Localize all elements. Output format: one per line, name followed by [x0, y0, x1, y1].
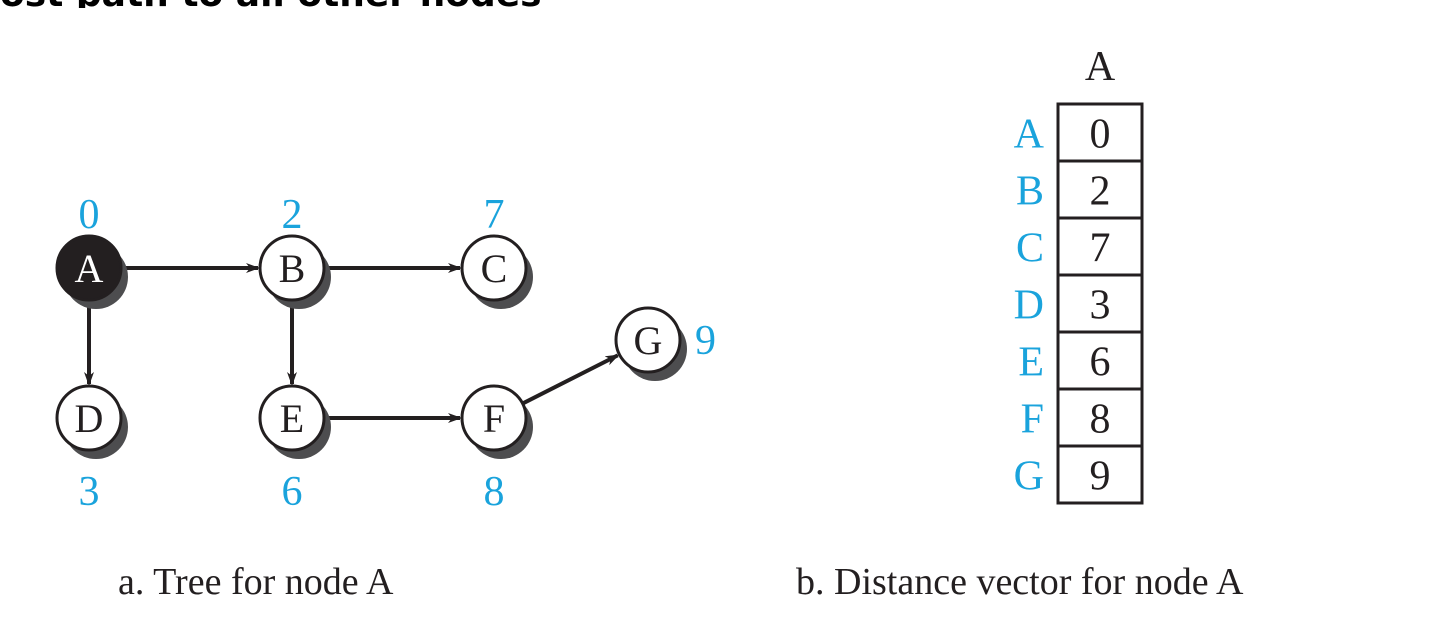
node-circle — [258, 384, 326, 452]
vector-cell — [1056, 216, 1144, 277]
node-c: C — [460, 234, 533, 309]
vector-cell — [1056, 102, 1144, 163]
vector-cell — [1056, 444, 1144, 505]
node-circle — [258, 234, 326, 302]
vector-row-label-a: A — [1014, 112, 1045, 158]
vector-value-b: 2 — [1090, 169, 1111, 215]
node-circle — [460, 384, 528, 452]
cost-label-d: 3 — [79, 469, 100, 515]
node-label: A — [75, 246, 104, 291]
cost-label-g: 9 — [695, 318, 716, 364]
vector-value-a: 0 — [1090, 112, 1111, 158]
node-label: E — [280, 396, 304, 441]
node-f: F — [460, 384, 533, 459]
vector-caption: b. Distance vector for node A — [796, 561, 1244, 603]
cost-label-a: 0 — [79, 192, 100, 238]
cost-label-c: 7 — [484, 192, 505, 238]
vector-row-label-d: D — [1014, 283, 1044, 329]
cost-label-e: 6 — [282, 469, 303, 515]
node-circle — [55, 384, 123, 452]
edge-f-g — [521, 353, 620, 406]
node-d: D — [55, 384, 128, 459]
node-label: C — [481, 246, 508, 291]
vector-cell — [1056, 387, 1144, 448]
tree-edges — [84, 263, 620, 423]
vector-value-c: 7 — [1090, 226, 1111, 272]
vector-value-g: 9 — [1090, 454, 1111, 500]
vector-row-label-b: B — [1016, 169, 1044, 215]
tree-caption: a. Tree for node A — [118, 561, 394, 603]
vector-header: A — [1085, 44, 1116, 90]
node-label: D — [75, 396, 104, 441]
cost-label-f: 8 — [484, 469, 505, 515]
node-b: B — [258, 234, 331, 309]
vector-row-label-f: F — [1021, 397, 1044, 443]
tree-costs: 0 2 7 3 6 8 9 — [79, 192, 717, 515]
node-g: G — [614, 306, 687, 381]
cost-label-b: 2 — [282, 192, 303, 238]
node-circle — [460, 234, 528, 302]
tree-nodes: A B C D E F G — [55, 234, 687, 459]
node-a: A — [55, 234, 128, 309]
node-circle — [55, 234, 123, 302]
vector-row-label-e: E — [1018, 340, 1044, 386]
vector-row-label-c: C — [1016, 226, 1044, 272]
node-label: G — [634, 318, 663, 363]
vector-row-label-g: G — [1014, 454, 1044, 500]
cut-off-header-text: ost path to all other nodes — [0, 0, 640, 8]
node-label: F — [483, 396, 505, 441]
vector-value-e: 6 — [1090, 340, 1111, 386]
node-e: E — [258, 384, 331, 459]
vector-cell — [1056, 273, 1144, 334]
vector-value-f: 8 — [1090, 397, 1111, 443]
node-circle — [614, 306, 682, 374]
vector-value-d: 3 — [1090, 283, 1111, 329]
node-label: B — [279, 246, 306, 291]
